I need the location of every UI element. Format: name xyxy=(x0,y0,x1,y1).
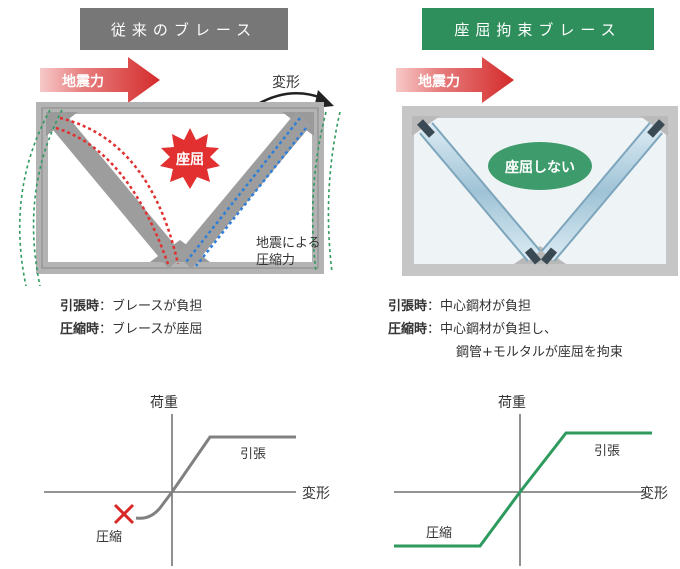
right-note-tension-body: ：中心鋼材が負担 xyxy=(427,299,532,314)
left-seismic-force-arrow xyxy=(40,57,160,103)
buckle-burst-icon xyxy=(160,128,220,189)
right-note-tension: 引張時：中心鋼材が負担 xyxy=(388,295,531,314)
right-graph-ylabel: 荷重 xyxy=(498,395,526,411)
right-deformed-column-outline xyxy=(311,111,341,273)
left-graph-tension-label: 引張 xyxy=(240,447,267,462)
left-note-compression-head: 圧縮時 xyxy=(60,322,100,337)
left-note-compression-body: ：ブレースが座屈 xyxy=(99,322,203,337)
right-note-compression-head: 圧縮時 xyxy=(388,322,428,337)
right-note-compression-line2: 鋼管+モルタルが座屈を拘束 xyxy=(456,345,623,360)
left-load-deformation-graph xyxy=(44,414,296,566)
brb-title: 座屈拘束ブレース xyxy=(422,8,654,50)
right-graph-tension-label: 引張 xyxy=(594,444,621,459)
right-buckling-restrained-braces xyxy=(417,119,665,265)
left-seismic-force-label: 地震力 xyxy=(62,74,104,90)
no-buckle-badge xyxy=(488,142,592,190)
right-note-tension-head: 引張時 xyxy=(388,299,428,314)
compression-path-outline xyxy=(185,117,307,267)
cross-icon xyxy=(113,503,135,525)
left-graph-xlabel: 変形 xyxy=(302,486,330,502)
no-buckle-label: 座屈しない xyxy=(505,160,575,176)
deformation-label: 変形 xyxy=(272,75,300,91)
left-steel-frame xyxy=(36,102,324,274)
right-graph-compression-label: 圧縮 xyxy=(426,526,453,541)
right-note-compression-body: ：中心鋼材が負担し、 xyxy=(427,322,558,337)
conventional-curve xyxy=(135,435,296,520)
conventional-brace-title: 従来のブレース xyxy=(80,8,288,50)
left-note-tension-body: ：ブレースが負担 xyxy=(99,299,203,314)
right-load-deformation-graph xyxy=(394,414,652,566)
right-seismic-force-label: 地震力 xyxy=(418,74,460,90)
buckled-brace-outline xyxy=(55,116,180,265)
left-note-compression: 圧縮時：ブレースが座屈 xyxy=(60,318,202,337)
buckle-label: 座屈 xyxy=(176,152,204,168)
right-graph-xlabel: 変形 xyxy=(640,486,668,502)
right-steel-frame xyxy=(402,106,678,276)
left-note-tension: 引張時：ブレースが負担 xyxy=(60,295,202,314)
left-note-tension-head: 引張時 xyxy=(60,299,100,314)
right-note-compression: 圧縮時：中心鋼材が負担し、 xyxy=(388,318,557,337)
left-graph-compression-label: 圧縮 xyxy=(96,530,123,545)
compression-force-label-line1: 地震による xyxy=(256,236,321,251)
brb-title-text: 座屈拘束ブレース xyxy=(454,20,622,39)
left-graph-ylabel: 荷重 xyxy=(150,395,178,411)
compression-force-label-line2: 圧縮力 xyxy=(256,253,296,268)
brb-curve xyxy=(394,431,652,548)
right-seismic-force-arrow xyxy=(396,57,514,103)
conventional-brace-title-text: 従来のブレース xyxy=(110,20,258,39)
left-deformed-column-outline xyxy=(18,109,63,287)
